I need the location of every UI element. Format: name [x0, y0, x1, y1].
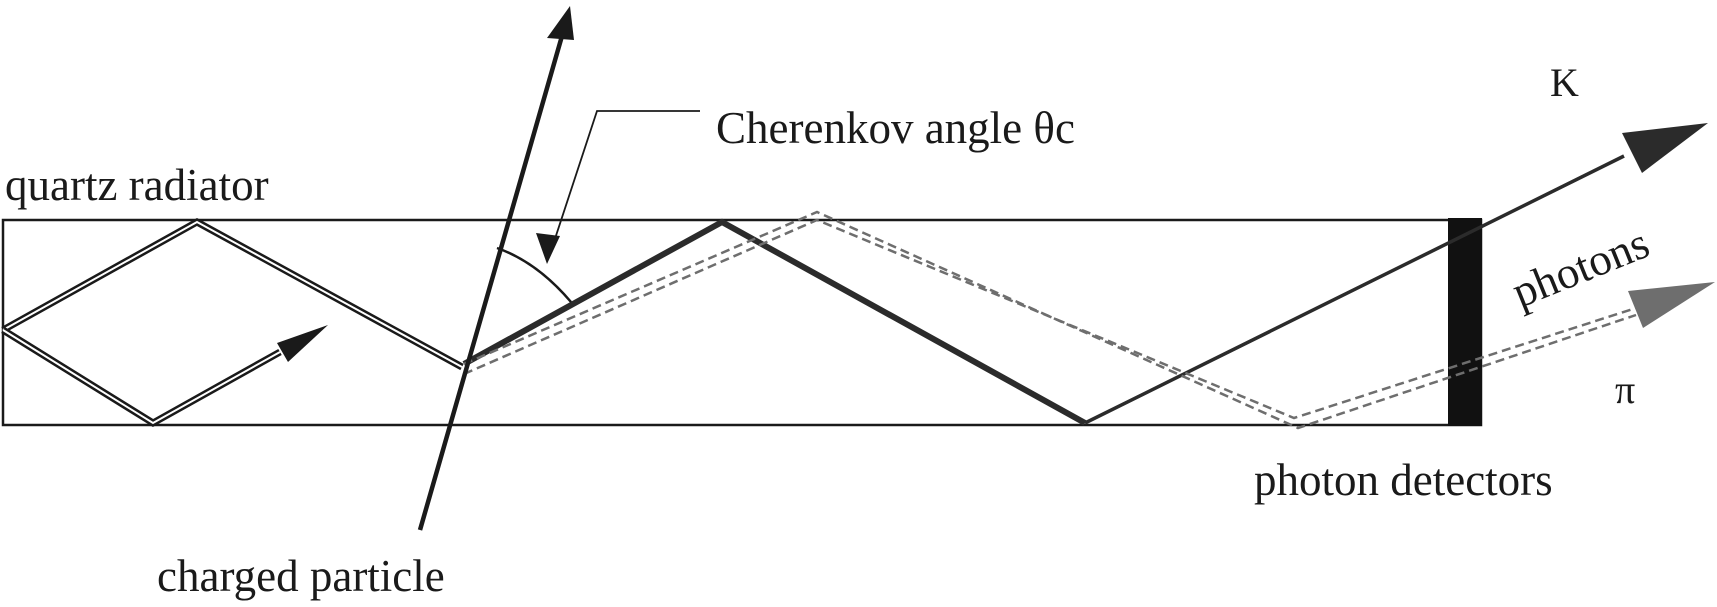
quartz-radiator-bar [1, 218, 1483, 427]
charged-particle-label: charged particle [157, 551, 445, 601]
reflected-light-arrow-icon [277, 325, 328, 362]
charged-particle-arrow-icon [547, 6, 574, 40]
pion-arrow-icon [1628, 282, 1715, 328]
charged-particle-track [417, 6, 574, 531]
kaon-arrow-icon [1622, 123, 1708, 173]
photon-detectors-label: photon detectors [1254, 455, 1553, 505]
photon-detector-plate [1448, 218, 1482, 426]
pion-label: π [1615, 367, 1635, 412]
reflected-light-double-path [1, 218, 464, 428]
kaon-photon-path [462, 154, 1625, 426]
cherenkov-leader-arrow-icon [536, 233, 560, 264]
kaon-label: K [1550, 60, 1579, 105]
cherenkov-angle-label: Cherenkov angle θc [716, 103, 1075, 153]
pion-photon-path [463, 210, 1637, 430]
cherenkov-angle-arc [496, 246, 572, 303]
quartz-radiator-label: quartz radiator [5, 160, 269, 210]
cherenkov-angle-leader [548, 110, 700, 258]
